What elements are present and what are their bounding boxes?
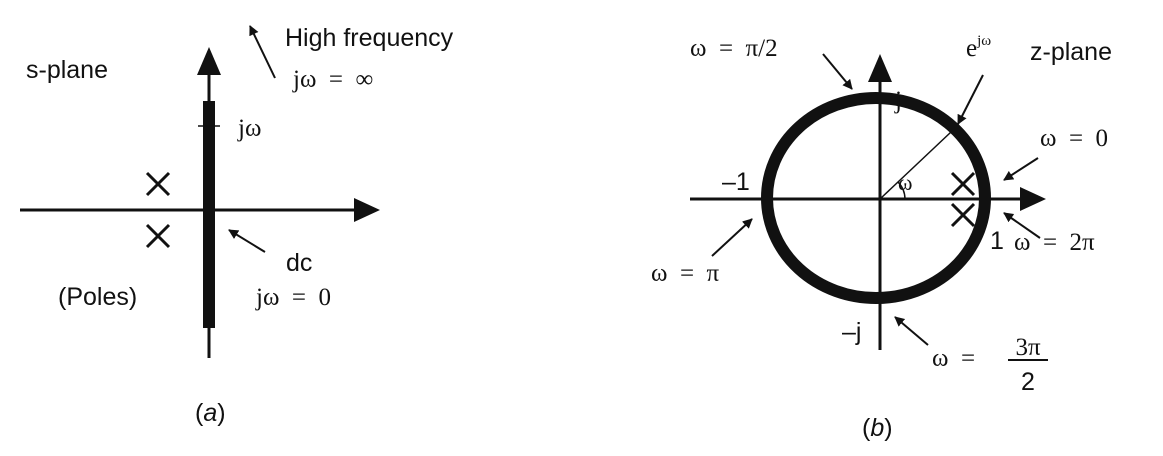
high-frequency-label: High frequency [285,24,454,52]
omega-angle-label: ω [898,170,912,195]
pole-x-icon [950,202,976,228]
j-label: j [894,87,902,114]
arrow-icon [1003,157,1039,181]
panel-b: z-plane ω = π/2 ejω j ω = 0 –1 ω 1 ω = 2… [651,33,1112,442]
j-omega-thick-segment [203,101,215,328]
fraction-numerator: 3π [1015,334,1041,361]
dc-label: dc [286,249,312,277]
e-j-omega-label: ejω [966,33,991,62]
minus-j-label: –j [842,318,861,346]
caption-a: (a) [195,399,226,427]
fraction-denominator: 2 [1021,368,1035,396]
arrow-icon [249,25,276,79]
omega-angle-arc [897,181,906,200]
omega-0-label: ω = 0 [1040,125,1108,152]
pole-x-icon [145,223,171,249]
s-plane-label: s-plane [26,56,108,84]
omega-pi-over-2-label: ω = π/2 [690,35,778,62]
arrow-icon [822,53,853,90]
s-real-axis-arrowhead [354,198,380,222]
arrow-icon [894,316,929,346]
omega-3pi-over-2-prefix: ω = [932,345,975,372]
j-omega-label: jω [237,115,261,142]
omega-pi-label: ω = π [651,260,720,287]
j-omega-zero-label: jω = 0 [255,284,331,311]
arrow-icon [711,218,753,257]
arrow-icon [228,229,266,253]
s-imag-axis-arrowhead [197,47,221,75]
z-imag-axis-arrowhead [868,54,892,82]
panel-a: s-plane High frequency jω = ∞ jω dc jω =… [20,24,454,427]
z-plane-label: z-plane [1030,38,1112,66]
radius-line [879,131,952,200]
pole-x-icon [950,171,976,197]
arrow-icon [1003,212,1041,239]
arrow-icon [957,74,984,125]
omega-2pi-label: ω = 2π [1014,229,1095,256]
j-omega-infinity-label: jω = ∞ [292,66,373,93]
caption-b: (b) [862,414,893,442]
minus-one-label: –1 [722,168,750,196]
pole-x-icon [145,171,171,197]
unit-circle-icon [761,92,991,304]
one-label: 1 [990,227,1004,255]
z-real-axis-arrowhead [1020,187,1046,211]
poles-label: (Poles) [58,283,137,311]
